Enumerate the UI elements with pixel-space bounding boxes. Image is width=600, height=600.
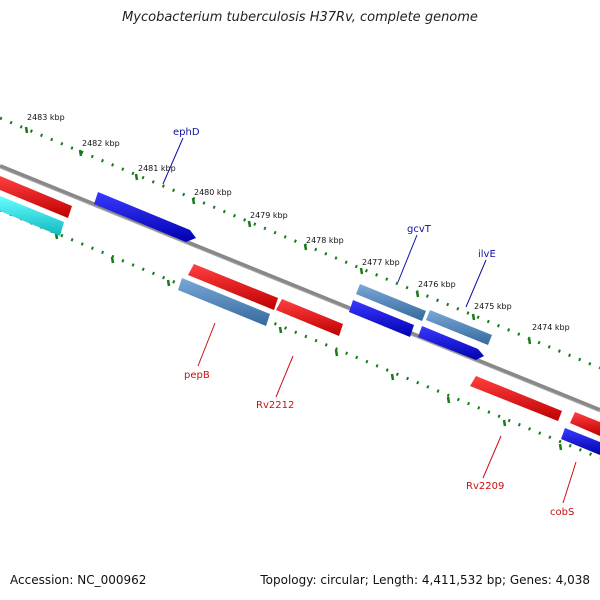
inner-ruler-major-tick	[334, 349, 339, 357]
inner-ruler-major-tick	[502, 419, 507, 427]
outer-ruler-major-tick	[527, 337, 532, 345]
outer-ruler-major-tick	[359, 267, 364, 275]
ruler-tick-label: 2482 kbp	[82, 139, 120, 148]
outer-ruler-major-tick	[247, 220, 252, 228]
inner-ruler	[0, 208, 600, 460]
gene-blue-2[interactable]	[349, 300, 414, 337]
label-Rv2212[interactable]: Rv2212	[256, 400, 294, 411]
inner-ruler-major-tick	[390, 373, 395, 381]
outer-ruler: 2483 kbp 2482 kbp 2481 kbp 2480 kbp 2479 kbp…	[0, 113, 600, 370]
label-Rv2209[interactable]: Rv2209	[466, 481, 504, 492]
ephD-leader	[162, 137, 184, 185]
gene-Rv2209[interactable]	[470, 376, 562, 421]
gene-steel-bottom[interactable]	[178, 278, 270, 326]
Rv2209-leader	[482, 435, 502, 479]
outer-ruler-major-tick	[191, 197, 196, 205]
label-pepB[interactable]: pepB	[184, 370, 210, 381]
gcvT-leader	[397, 234, 418, 283]
inner-ruler-major-tick	[278, 326, 283, 334]
label-cobS[interactable]: cobS	[550, 507, 574, 518]
inner-ruler-major-tick	[558, 443, 563, 451]
genome-summary-text: Topology: circular; Length: 4,411,532 bp…	[260, 573, 590, 587]
ruler-tick-label: 2479 kbp	[250, 211, 288, 220]
reverse-strand	[0, 176, 600, 436]
label-ilvE[interactable]: ilvE	[478, 249, 496, 260]
gene-cobS[interactable]	[570, 412, 600, 436]
gene-gcvT[interactable]	[356, 284, 426, 321]
ruler-tick-label: 2477 kbp	[362, 258, 400, 267]
outer-ruler-major-tick	[303, 243, 308, 251]
gene-blue-4[interactable]	[561, 428, 600, 455]
gene-Rv2212[interactable]	[276, 299, 343, 336]
ruler-tick-label: 2474 kbp	[532, 323, 570, 332]
ruler-tick-label: 2476 kbp	[418, 280, 456, 289]
inner-ruler-major-tick	[446, 396, 451, 404]
genome-backbone	[0, 164, 600, 413]
ruler-tick-label: 2483 kbp	[27, 113, 65, 122]
ruler-tick-label: 2475 kbp	[474, 302, 512, 311]
outer-ruler-major-tick	[415, 290, 420, 298]
ruler-tick-label: 2480 kbp	[194, 188, 232, 197]
gene-pepB[interactable]	[188, 264, 278, 310]
forward-strand	[94, 192, 600, 455]
cobS-leader	[562, 461, 577, 504]
gene-ilvE[interactable]	[426, 310, 492, 345]
inner-ruler-dots	[0, 208, 600, 460]
pepB-leader	[197, 322, 216, 367]
gene-ephD[interactable]	[94, 192, 196, 242]
outer-ruler-dots	[0, 116, 600, 370]
label-gcvT[interactable]: gcvT	[407, 224, 432, 235]
reverse-labels: pepB Rv2212 Rv2209 cobS	[184, 322, 577, 518]
gene-red-left[interactable]	[0, 176, 72, 218]
outer-ruler-major-tick	[471, 313, 476, 321]
inner-ruler-major-tick	[110, 256, 115, 264]
ilvE-leader	[465, 259, 487, 308]
gene-cyan-left[interactable]	[0, 196, 64, 236]
forward-labels: ephD gcvT ilvE	[162, 127, 496, 308]
map-title: Mycobacterium tuberculosis H37Rv, comple…	[122, 10, 478, 25]
outer-ruler-major-tick	[24, 126, 29, 134]
accession-text: Accession: NC_000962	[10, 573, 147, 587]
outer-ruler-major-tick	[78, 149, 83, 157]
Rv2212-leader	[275, 355, 294, 398]
ruler-tick-label: 2481 kbp	[138, 164, 176, 173]
gene-blue-3[interactable]	[418, 326, 484, 360]
outer-ruler-major-tick	[134, 173, 139, 181]
label-ephD[interactable]: ephD	[173, 127, 200, 138]
ruler-tick-label: 2478 kbp	[306, 236, 344, 245]
inner-ruler-major-tick	[166, 279, 171, 287]
